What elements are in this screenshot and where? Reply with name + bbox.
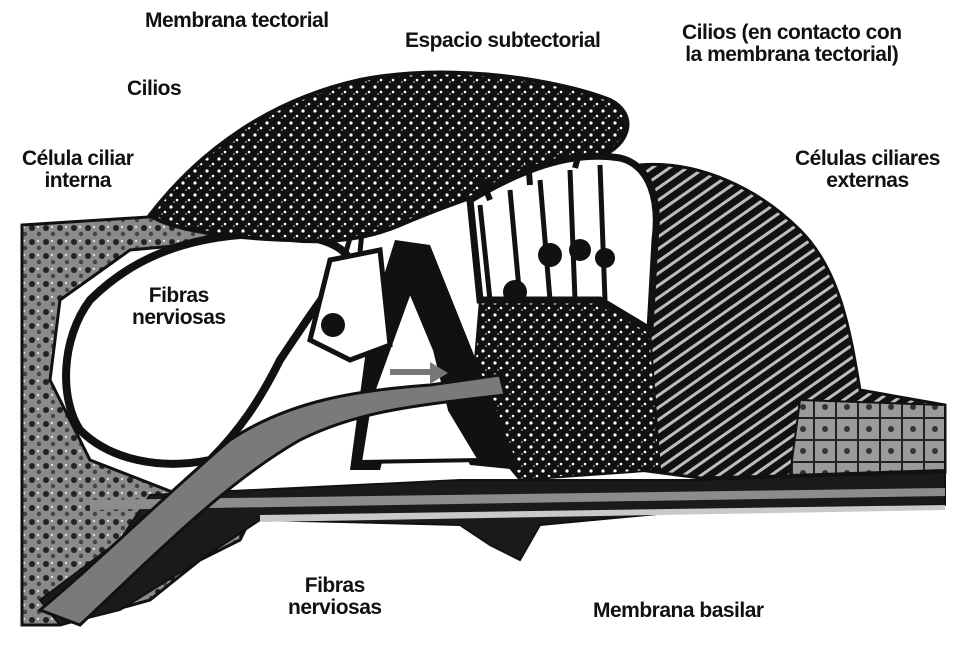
label-fibras-interior-line2: nerviosas (132, 307, 226, 329)
label-membrana-tectorial: Membrana tectorial (145, 10, 329, 32)
label-cilios: Cilios (127, 78, 181, 100)
label-fibras-bottom-line1: Fibras (288, 575, 382, 597)
label-celula-interna-line1: Célula ciliar (22, 148, 133, 170)
label-celula-interna-line2: interna (22, 170, 133, 192)
label-cilios-contacto-line2: la membrana tectorial) (682, 44, 902, 66)
label-cilios-contacto-line1: Cilios (en contacto con (682, 22, 902, 44)
label-fibras-interior-line1: Fibras (132, 285, 226, 307)
label-fibras-nerviosas-interior: Fibras nerviosas (132, 285, 226, 329)
label-celula-ciliar-interna: Célula ciliar interna (22, 148, 133, 192)
label-fibras-nerviosas-bottom: Fibras nerviosas (288, 575, 382, 619)
label-cilios-contacto: Cilios (en contacto con la membrana tect… (682, 22, 902, 66)
label-fibras-bottom-line2: nerviosas (288, 597, 382, 619)
label-membrana-basilar: Membrana basilar (593, 600, 764, 622)
label-celulas-externas-line2: externas (795, 170, 940, 192)
label-celulas-ciliares-externas: Células ciliares externas (795, 148, 940, 192)
label-celulas-externas-line1: Células ciliares (795, 148, 940, 170)
label-espacio-subtectorial: Espacio subtectorial (405, 30, 600, 52)
outer-support-cells (640, 164, 945, 478)
